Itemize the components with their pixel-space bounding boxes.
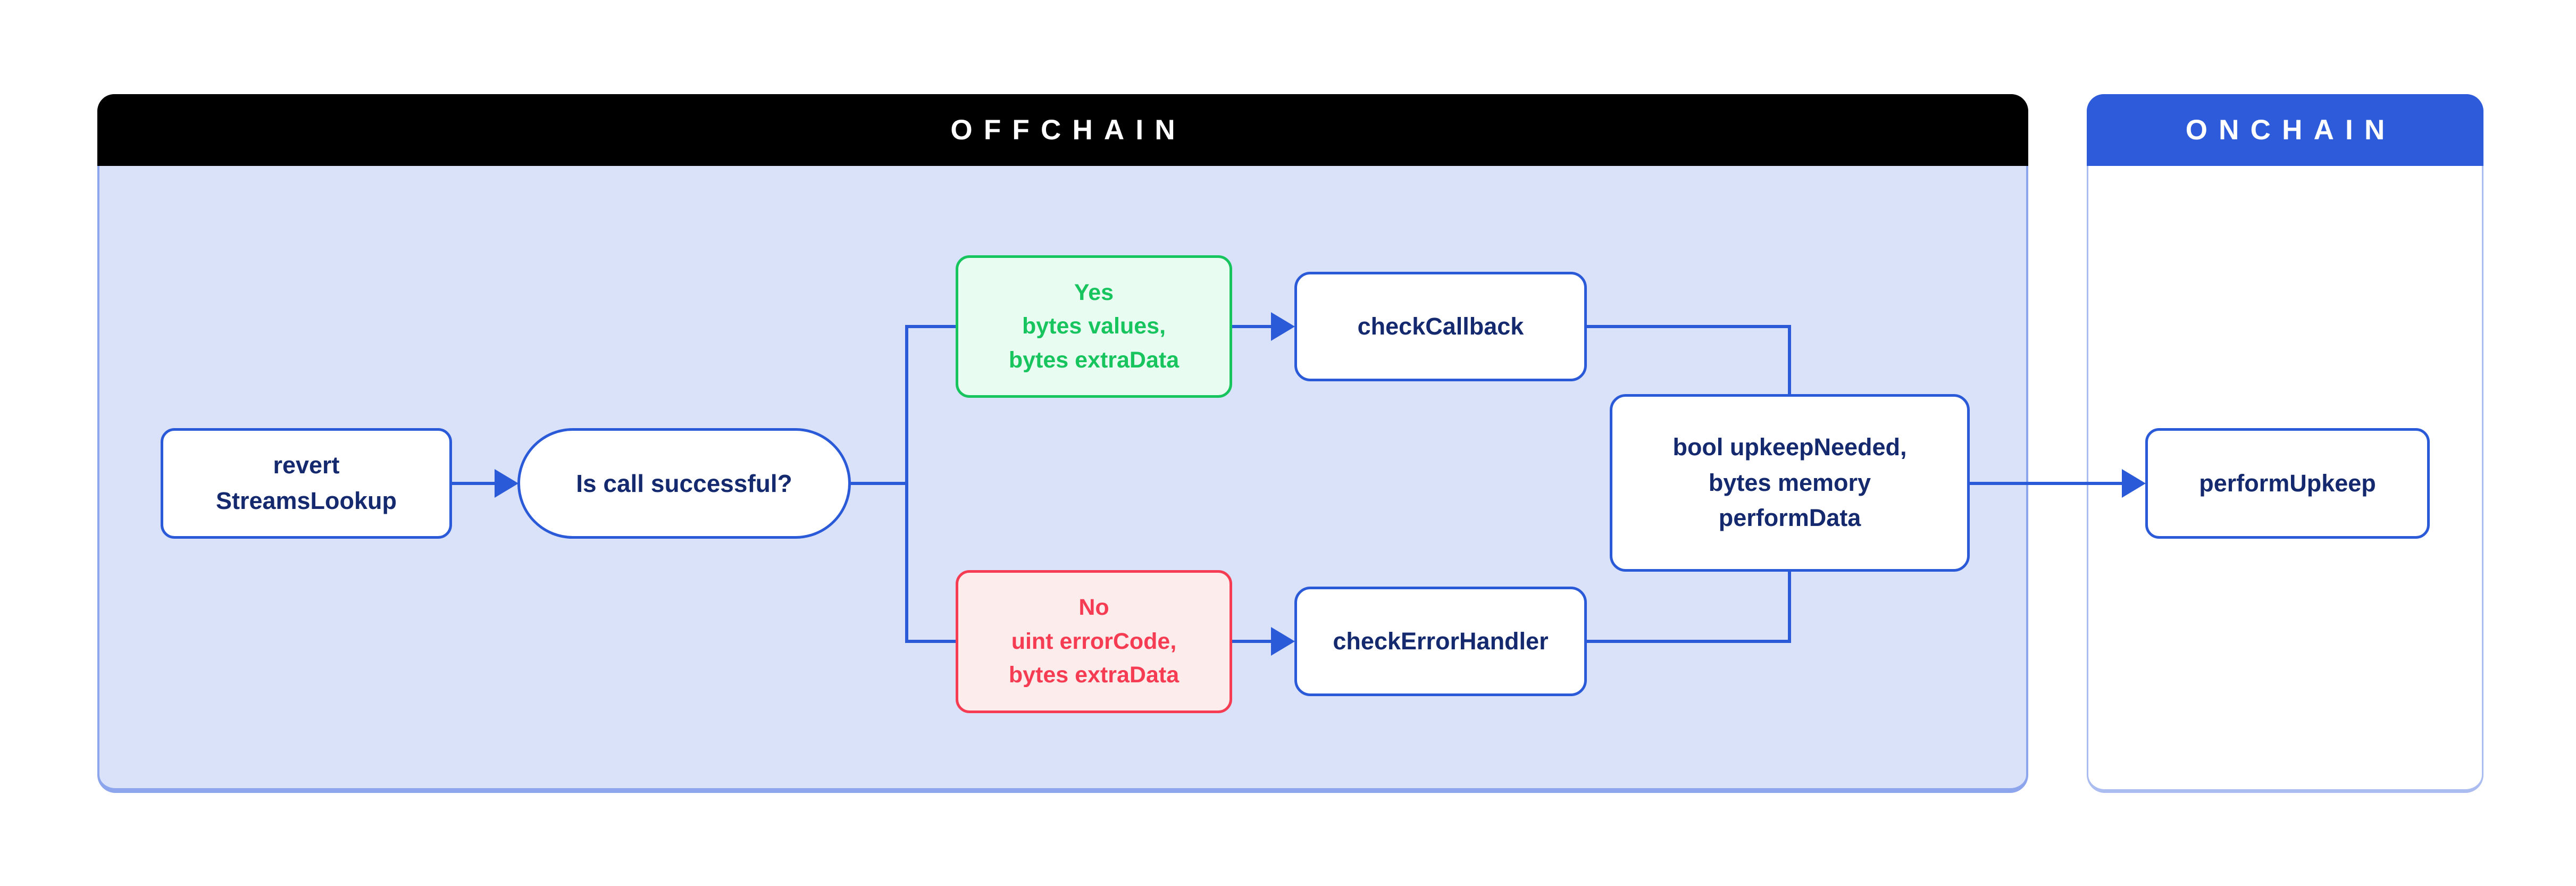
connector-checkcallback-out [1587,325,1791,328]
node-label-line: bytes memory [1708,469,1871,496]
node-upkeep-result: bool upkeepNeeded, bytes memory performD… [1610,394,1970,572]
connector-branch-to-no [907,640,956,643]
node-checkcallback: checkCallback [1294,272,1587,381]
node-label-line: No [1078,595,1109,621]
node-label-line: bytes values, [1022,313,1166,339]
node-is-call-successful: Is call successful? [517,428,851,539]
node-revert-streamslookup: revert StreamsLookup [161,428,452,539]
arrowhead-into-performupkeep-icon [2122,469,2146,498]
connector-branch-vertical [905,325,908,643]
connector-checkerrorhandler-up [1788,572,1791,643]
connector-checkerrorhandler-out [1587,640,1791,643]
connector-no-to-checkerrorhandler [1232,640,1273,643]
node-no-branch: No uint errorCode, bytes extraData [956,570,1232,713]
node-label-line: bytes extraData [1008,347,1180,373]
node-label-line: performData [1718,504,1861,532]
offchain-panel-title: OFFCHAIN [950,114,1186,146]
node-label-line: checkCallback [1357,312,1524,340]
connector-yes-to-checkcallback [1232,325,1273,328]
node-label-line: bool upkeepNeeded, [1672,433,1907,461]
node-label-line: checkErrorHandler [1333,627,1549,655]
connector-result-to-performupkeep [1970,482,2123,485]
connector-decision-out [851,482,908,485]
connector-checkcallback-down [1788,325,1791,394]
onchain-panel-title: ONCHAIN [2185,114,2396,146]
onchain-panel-header: ONCHAIN [2087,94,2483,166]
arrowhead-into-checkerrorhandler-icon [1271,627,1295,656]
node-yes-branch: Yes bytes values, bytes extraData [956,255,1232,398]
node-label-line: Yes [1074,279,1114,305]
connector-revert-to-decision [452,482,498,485]
node-performupkeep: performUpkeep [2145,428,2430,539]
offchain-panel-header: OFFCHAIN [97,94,2028,166]
arrowhead-into-checkcallback-icon [1271,312,1295,341]
node-label-line: performUpkeep [2199,469,2376,497]
node-label-line: uint errorCode, [1011,628,1177,654]
arrowhead-into-decision-icon [495,469,518,498]
node-checkerrorhandler: checkErrorHandler [1294,587,1587,696]
node-label-line: bytes extraData [1008,662,1180,688]
node-label-line: revert [273,452,340,479]
node-label-line: Is call successful? [576,469,792,497]
connector-branch-to-yes [907,325,956,328]
node-label-line: StreamsLookup [215,487,397,514]
